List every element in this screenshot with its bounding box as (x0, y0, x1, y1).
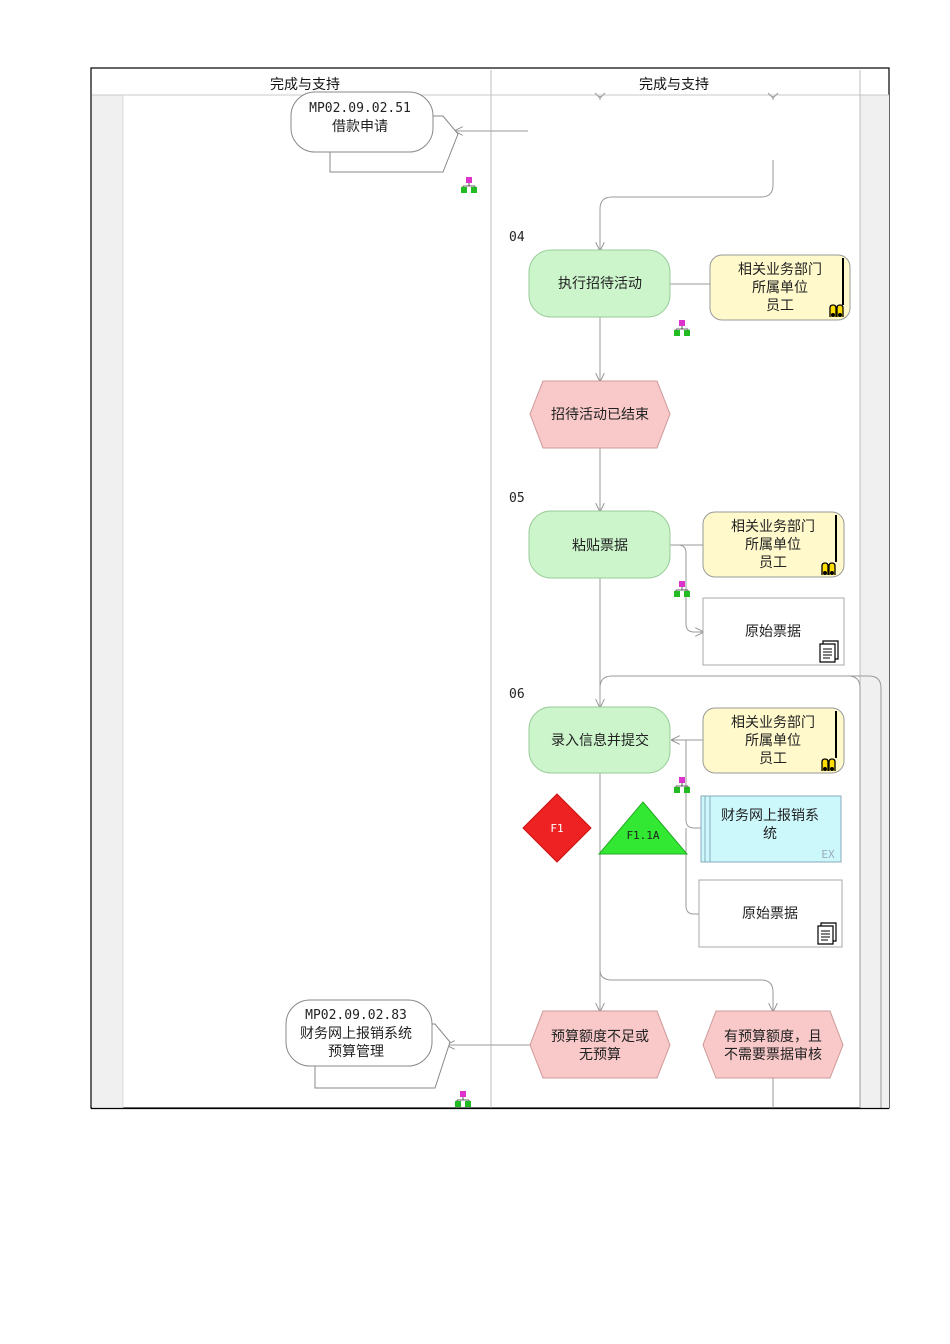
activity-label: 录入信息并提交 (551, 732, 649, 749)
swimlane-frame (90, 67, 890, 1109)
activity-label: 粘贴票据 (572, 538, 628, 554)
step-number: 06 (509, 687, 525, 702)
step-number: 05 (509, 491, 525, 506)
system-finance-reimbursement[interactable]: 财务网上报销系 统 EX (700, 795, 842, 863)
activity-label: 执行招待活动 (558, 276, 642, 292)
system-label: 统 (763, 826, 777, 842)
event-entertainment-finished[interactable]: 招待活动已结束 (529, 380, 671, 449)
role-box[interactable]: 相关业务部门 所属单位 员工 (709, 254, 851, 321)
activity-execute-entertainment[interactable]: 执行招待活动 (528, 249, 671, 318)
role-unit: 所属单位 (745, 537, 801, 553)
risk-label: F1 (550, 822, 563, 835)
system-label: 财务网上报销系 (721, 808, 819, 824)
role-dept: 相关业务部门 (731, 715, 815, 731)
event-label: 招待活动已结束 (551, 407, 649, 423)
activity-paste-invoices[interactable]: 粘贴票据 (528, 510, 671, 579)
role-dept: 相关业务部门 (731, 519, 815, 535)
event-budget-ok-no-review[interactable]: 有预算额度，且 不需要票据审核 (702, 1010, 844, 1079)
process-name: 借款申请 (332, 119, 388, 135)
event-label: 预算额度不足或 (551, 1029, 649, 1045)
process-name: 财务网上报销系统 (300, 1026, 412, 1042)
role-staff: 员工 (759, 751, 787, 767)
document-label: 原始票据 (745, 624, 801, 640)
event-label: 无预算 (579, 1047, 621, 1063)
event-insufficient-budget[interactable]: 预算额度不足或 无预算 (529, 1010, 671, 1079)
activity-enter-info-submit[interactable]: 录入信息并提交 (528, 706, 671, 774)
control-marker[interactable]: F1.1A (597, 801, 689, 855)
system-tag: EX (821, 848, 835, 861)
lane-header-left: 完成与支持 (270, 77, 340, 93)
flow-connectors (447, 92, 882, 1108)
role-box[interactable]: 相关业务部门 所属单位 员工 (702, 707, 845, 774)
role-unit: 所属单位 (745, 733, 801, 749)
event-label: 不需要票据审核 (724, 1047, 822, 1063)
document-icon (819, 640, 839, 663)
document-original-invoice[interactable]: 原始票据 (698, 879, 843, 948)
role-staff: 员工 (759, 555, 787, 571)
step-number: 04 (509, 230, 525, 245)
staff-icon (821, 758, 836, 772)
role-box[interactable]: 相关业务部门 所属单位 员工 (702, 511, 845, 578)
role-dept: 相关业务部门 (738, 262, 822, 278)
lane-header-right: 完成与支持 (639, 77, 709, 93)
process-code: MP02.09.02.51 (309, 101, 411, 116)
role-staff: 员工 (766, 298, 794, 314)
process-name: 预算管理 (328, 1044, 384, 1060)
event-label: 有预算额度，且 (724, 1029, 822, 1045)
staff-icon (821, 562, 836, 576)
role-unit: 所属单位 (752, 280, 808, 296)
document-original-invoice[interactable]: 原始票据 (702, 597, 845, 666)
process-interface-budget-management[interactable]: MP02.09.02.83 财务网上报销系统 预算管理 (285, 999, 451, 1089)
staff-icon (829, 304, 844, 318)
control-label: F1.1A (626, 829, 659, 842)
risk-marker[interactable]: F1 (522, 793, 592, 863)
document-label: 原始票据 (742, 906, 798, 922)
process-interface-loan-application[interactable]: MP02.09.02.51 借款申请 (290, 91, 459, 173)
process-code: MP02.09.02.83 (305, 1008, 407, 1023)
document-icon (817, 922, 837, 945)
